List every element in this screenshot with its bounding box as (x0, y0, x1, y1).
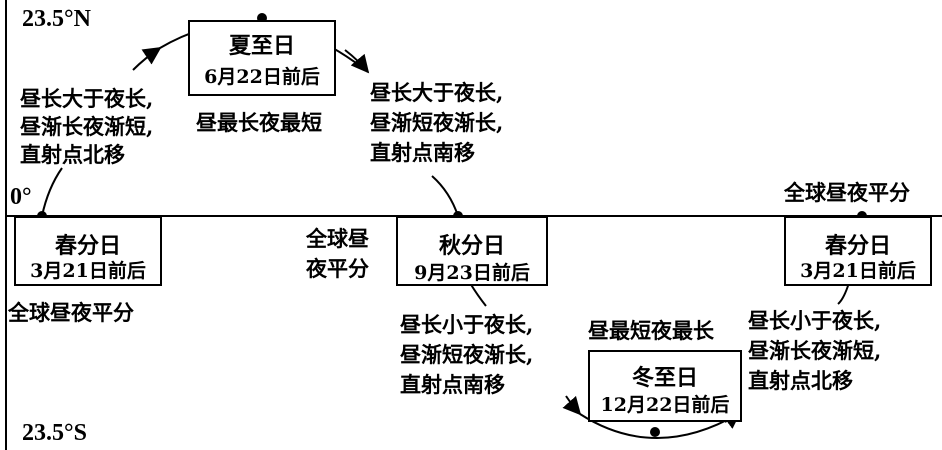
spring-equinox-2-name: 春分日 (824, 233, 891, 259)
spring-equinox-2-note: 全球昼夜平分 (784, 180, 910, 205)
period-line: 昼长小于夜长, (748, 308, 882, 333)
period-line: 直射点北移 (20, 142, 125, 167)
spring-equinox-2-box: 春分日 3月21日前后 (784, 216, 932, 286)
summer-solstice-date: 6月22日前后 (204, 66, 320, 88)
winter-solstice-dot (650, 427, 660, 437)
period-line: 昼长大于夜长, (20, 86, 154, 111)
period-line: 直射点南移 (400, 372, 505, 397)
winter-solstice-box: 冬至日 12月22日前后 (588, 350, 742, 422)
autumn-equinox-box: 秋分日 9月23日前后 (396, 216, 548, 286)
period-line: 直射点北移 (748, 368, 853, 393)
summer-solstice-name: 夏至日 (228, 33, 295, 59)
spring-equinox-date: 3月21日前后 (30, 260, 146, 282)
summer-solstice-note: 昼最长夜最短 (196, 110, 322, 135)
autumn-equinox-date: 9月23日前后 (414, 262, 530, 284)
latitude-north-label: 23.5°N (22, 6, 91, 32)
winter-solstice-note: 昼最短夜最长 (588, 318, 714, 343)
latitude-equator-label: 0° (10, 184, 32, 210)
spring-to-summer-arrow (132, 47, 162, 71)
winter-solstice-name: 冬至日 (631, 365, 698, 391)
period-winter-to-spring: 昼长小于夜长, 昼渐长夜渐短, 直射点北移 (748, 308, 881, 394)
spring-equinox-2-date: 3月21日前后 (800, 260, 916, 282)
spring-equinox-name: 春分日 (54, 233, 121, 259)
period-summer-to-autumn: 昼长大于夜长, 昼渐短夜渐长, 直射点南移 (370, 80, 503, 166)
winter-solstice-date: 12月22日前后 (600, 394, 730, 416)
period-line: 昼渐短夜渐长, (400, 342, 534, 367)
autumn-equinox-note-line2: 夜平分 (306, 256, 369, 281)
autumn-equinox-name: 秋分日 (438, 233, 505, 259)
summer-to-autumn-arrow (344, 49, 370, 74)
period-line: 昼渐长夜渐短, (20, 114, 154, 139)
autumn-to-winter-arrow (562, 395, 582, 416)
winter-solstice-arc (579, 413, 739, 439)
latitude-south-label: 23.5°S (22, 420, 87, 446)
period-line: 昼长大于夜长, (370, 80, 504, 105)
summer-to-autumn-curve (431, 175, 459, 217)
spring-equinox-box: 春分日 3月21日前后 (14, 216, 162, 286)
summer-solstice-box: 夏至日 6月22日前后 (188, 20, 336, 96)
spring-to-summer-curve (41, 167, 63, 217)
period-line: 直射点南移 (370, 140, 475, 165)
spring-equinox-note: 全球昼夜平分 (8, 300, 134, 325)
period-autumn-to-winter: 昼长小于夜长, 昼渐短夜渐长, 直射点南移 (400, 312, 533, 398)
autumn-to-winter-curve (469, 282, 487, 307)
period-spring-to-summer: 昼长大于夜长, 昼渐长夜渐短, 直射点北移 (20, 86, 153, 168)
autumn-equinox-note-line1: 全球昼 (306, 226, 369, 251)
period-line: 昼长小于夜长, (400, 312, 534, 337)
period-line: 昼渐长夜渐短, (748, 338, 882, 363)
period-line: 昼渐短夜渐长, (370, 110, 504, 135)
